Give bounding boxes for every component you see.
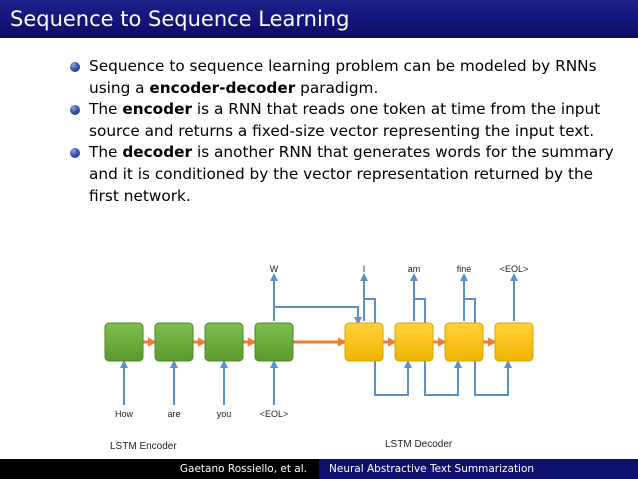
output-token-label: fine [457, 264, 472, 274]
output-token-label: am [408, 264, 421, 274]
encoder-cell [154, 322, 194, 362]
output-token-label: <EOL> [500, 264, 529, 274]
bullet-text-part: The [89, 143, 123, 162]
input-token-label: you [217, 409, 232, 419]
bullet-text-bold: encoder [122, 100, 193, 119]
bullet-text-part: is another RNN that generates words for … [89, 143, 614, 205]
bullet-list: Sequence to sequence learning problem ca… [70, 56, 620, 207]
decoder-cell [344, 322, 384, 362]
output-token-label: W [270, 264, 279, 274]
connection-lines [120, 273, 518, 405]
bullet-dot-icon [70, 148, 80, 159]
input-token-label: How [115, 409, 134, 419]
bullet-dot-icon [70, 62, 80, 72]
title-bar: Sequence to Sequence Learning [0, 0, 638, 38]
input-token-label: are [167, 409, 180, 419]
footer-bar: Gaetano Rossiello, et al. Neural Abstrac… [0, 459, 638, 479]
decoder-cell [444, 322, 484, 362]
decoder-cell [394, 322, 434, 362]
bullet-text-part: is a RNN that reads one token at time fr… [89, 100, 601, 140]
encoder-label: LSTM Encoder [110, 441, 177, 452]
bullet-item: The encoder is a RNN that reads one toke… [70, 99, 620, 142]
feedback-line [464, 298, 512, 396]
feedback-line [414, 298, 462, 396]
bullet-text-part: Sequence to sequence learning problem ca… [89, 57, 597, 97]
footer-author: Gaetano Rossiello, et al. [179, 463, 307, 475]
bullet-text-bold: decoder [122, 143, 193, 162]
encoder-cell [254, 322, 294, 362]
bullet-text-part: The [89, 100, 123, 119]
feedback-line [274, 306, 362, 325]
bullet-text-bold: encoder-decoder [149, 78, 296, 97]
feedback-line [364, 298, 412, 396]
encoder-cell [204, 322, 244, 362]
bullet-item: The decoder is another RNN that generate… [70, 142, 620, 207]
slide-title: Sequence to Sequence Learning [10, 7, 350, 31]
bullet-dot-icon [70, 105, 80, 116]
bullet-text-part: paradigm. [295, 78, 379, 97]
decoder-cell [494, 322, 534, 362]
input-token-label: <EOL> [260, 409, 289, 419]
output-token-label: I [363, 264, 366, 274]
footer-talk-title: Neural Abstractive Text Summarization [319, 459, 638, 479]
encoder-cell [104, 322, 144, 362]
lstm-cells [104, 322, 534, 362]
bullet-item: Sequence to sequence learning problem ca… [70, 56, 620, 99]
decoder-label: LSTM Decoder [385, 439, 453, 450]
